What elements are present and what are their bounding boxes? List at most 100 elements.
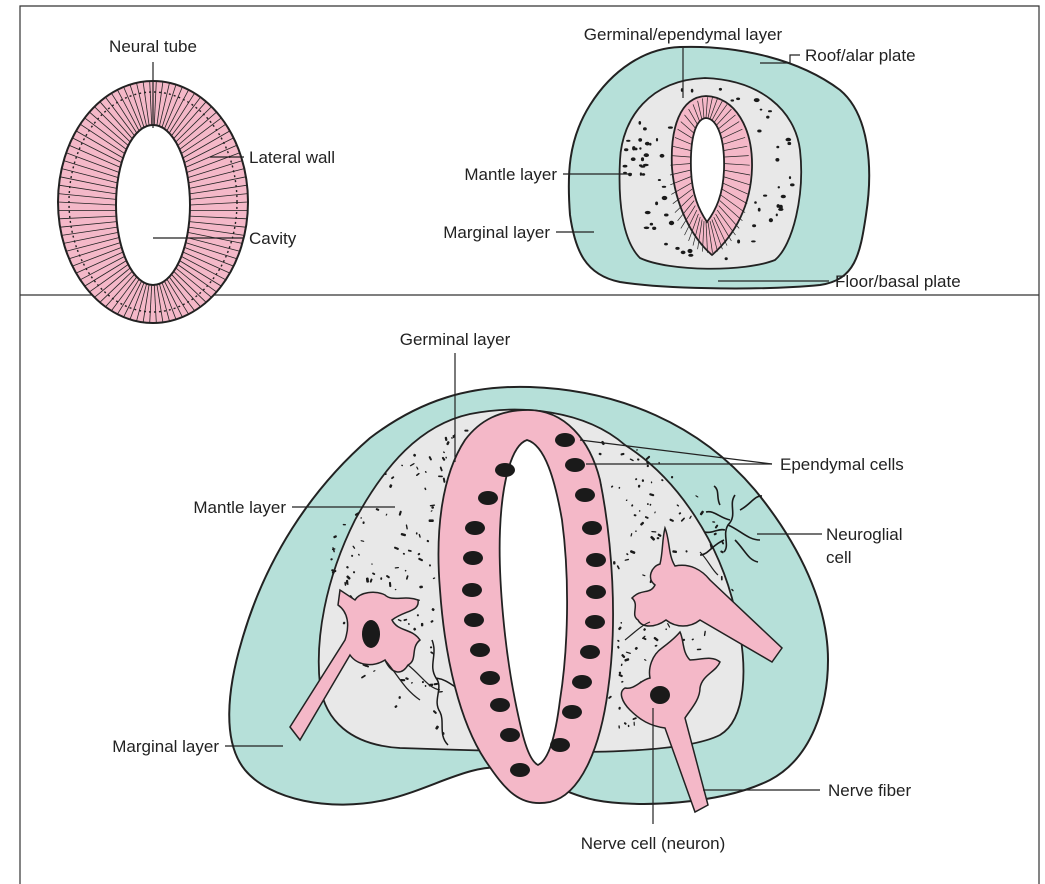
label-germinal-ependymal: Germinal/ependymal layer — [584, 25, 783, 44]
cell-dot — [776, 214, 778, 217]
label-nerve-fiber: Nerve fiber — [828, 781, 911, 800]
cell-dot — [754, 98, 760, 102]
cell-dot — [769, 218, 773, 222]
cell-dot — [645, 142, 649, 146]
cell-dot — [668, 126, 673, 128]
cell-speck — [343, 524, 346, 526]
cell-speck — [421, 623, 423, 627]
cell-dot — [650, 223, 653, 226]
neural-tube-cavity — [116, 125, 190, 285]
cell-dot — [644, 153, 649, 157]
cell-speck — [642, 479, 644, 482]
nerve-cell-lower-right-nucleus — [650, 686, 670, 704]
cell-dot — [781, 195, 786, 199]
cell-dot — [758, 208, 761, 212]
ependymal-nucleus — [585, 615, 605, 629]
cell-dot — [786, 138, 792, 142]
cell-speck — [464, 430, 468, 432]
label-neural-tube: Neural tube — [109, 37, 197, 56]
cell-dot — [632, 146, 635, 150]
cell-dot — [681, 251, 686, 255]
cell-dot — [787, 142, 791, 145]
cell-dot — [649, 143, 651, 146]
cell-dot — [789, 176, 791, 179]
ependymal-nucleus — [555, 433, 575, 447]
ependymal-nucleus — [572, 675, 592, 689]
cell-speck — [613, 561, 616, 565]
cell-dot — [644, 227, 650, 230]
ependymal-nucleus — [582, 521, 602, 535]
panel-b-differentiating-tube: Germinal/ependymal layer Roof/alar plate… — [443, 25, 960, 291]
cell-speck — [430, 646, 432, 648]
cell-dot — [688, 249, 693, 253]
cell-dot — [790, 183, 795, 186]
cell-dot — [766, 116, 769, 119]
label-ependymal-cells: Ependymal cells — [780, 455, 904, 474]
ependymal-nucleus — [550, 738, 570, 752]
label-roof-alar: Roof/alar plate — [805, 46, 916, 65]
cell-dot — [763, 195, 767, 197]
cell-dot — [642, 173, 646, 176]
cell-dot — [675, 247, 679, 250]
cell-dot — [641, 157, 644, 161]
cell-dot — [639, 164, 643, 166]
cell-dot — [645, 211, 651, 214]
cell-dot — [736, 98, 740, 101]
cell-dot — [652, 227, 656, 230]
cell-dot — [778, 208, 783, 211]
label-germinal-c: Germinal layer — [400, 330, 511, 349]
ependymal-nucleus — [463, 551, 483, 565]
cell-dot — [660, 154, 665, 158]
cell-dot — [737, 240, 740, 244]
cell-dot — [656, 138, 658, 141]
ependymal-nucleus — [478, 491, 498, 505]
label-neuroglial-2: cell — [826, 548, 852, 567]
ependymal-nucleus — [565, 458, 585, 472]
cell-dot — [624, 148, 628, 151]
cell-dot — [631, 157, 636, 161]
ependymal-nucleus — [586, 585, 606, 599]
panel-c-spinal-cord-section: Germinal layer Ependymal cells Mantle la… — [112, 330, 911, 853]
ependymal-nucleus — [586, 553, 606, 567]
label-nerve-cell: Nerve cell (neuron) — [581, 834, 726, 853]
ependymal-nucleus — [464, 613, 484, 627]
panel-a-neural-tube: Neural tube Lateral wall Cavity — [58, 37, 335, 323]
ependymal-nucleus — [575, 488, 595, 502]
ependymal-nucleus — [470, 643, 490, 657]
cell-dot — [639, 121, 642, 125]
cell-dot — [639, 147, 641, 149]
cell-dot — [719, 88, 722, 91]
cell-dot — [662, 186, 666, 188]
cell-dot — [640, 172, 642, 175]
cell-dot — [638, 138, 642, 142]
cell-dot — [664, 243, 668, 246]
cell-dot — [643, 127, 647, 130]
label-marginal-c: Marginal layer — [112, 737, 219, 756]
cell-speck — [721, 576, 723, 581]
cell-dot — [626, 140, 630, 142]
label-neuroglial-1: Neuroglial — [826, 525, 903, 544]
cell-dot — [655, 202, 658, 206]
cell-dot — [777, 204, 780, 208]
ependymal-nucleus — [562, 705, 582, 719]
cell-dot — [778, 186, 780, 188]
cell-dot — [752, 224, 756, 227]
label-floor-basal: Floor/basal plate — [835, 272, 961, 291]
cell-dot — [691, 89, 694, 93]
ependymal-nucleus — [580, 645, 600, 659]
nerve-cell-left-nucleus — [362, 620, 380, 648]
cell-dot — [669, 221, 674, 225]
cell-dot — [725, 257, 728, 260]
ependymal-nucleus — [465, 521, 485, 535]
label-mantle-c: Mantle layer — [193, 498, 286, 517]
cell-dot — [760, 109, 763, 111]
cell-dot — [768, 110, 772, 112]
cell-dot — [688, 254, 693, 257]
cell-dot — [776, 146, 779, 149]
label-cavity: Cavity — [249, 229, 297, 248]
cell-dot — [658, 179, 661, 181]
ependymal-nucleus — [490, 698, 510, 712]
cell-dot — [757, 130, 761, 133]
cell-dot — [751, 240, 756, 242]
